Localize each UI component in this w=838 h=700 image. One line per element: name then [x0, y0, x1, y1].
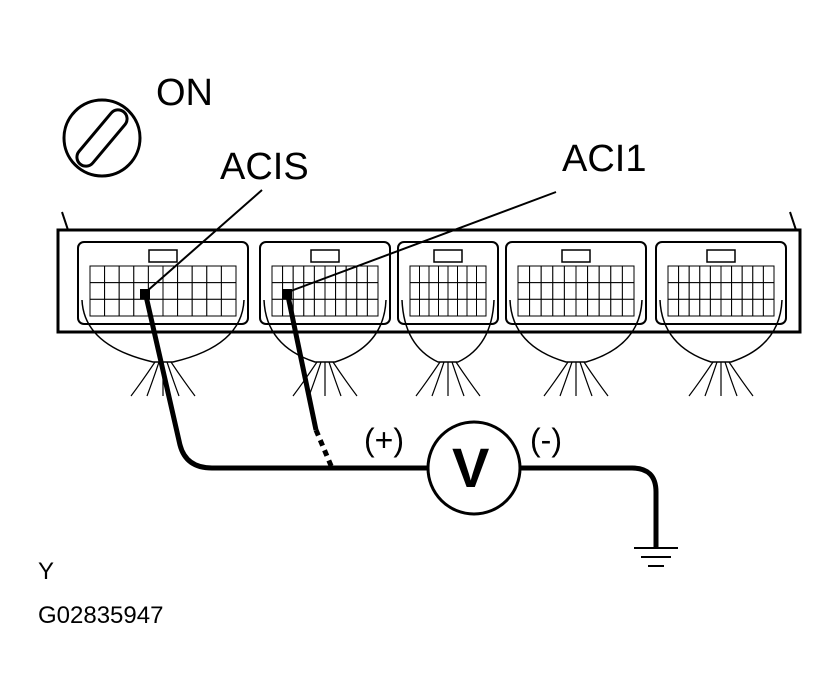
- ignition-key-icon: [62, 98, 142, 178]
- voltmeter-symbol-label: V: [452, 436, 490, 499]
- connector-row: [77, 241, 787, 397]
- acis-pin-marker: [140, 289, 150, 299]
- aci1-pin-label: ACI1: [562, 138, 647, 180]
- connector-3: [397, 241, 499, 397]
- test-lead-positive: [143, 295, 428, 471]
- negative-terminal-label: (-): [530, 422, 562, 458]
- ground-icon: [634, 547, 678, 567]
- aci1-leader-line: [287, 191, 557, 293]
- ignition-state-label: ON: [156, 72, 213, 114]
- acis-pin-label: ACIS: [220, 146, 309, 188]
- test-lead-aci1: [285, 295, 319, 431]
- connector-5: [655, 241, 787, 397]
- acis-leader-line: [145, 189, 263, 293]
- connector-4: [505, 241, 647, 397]
- aci1-pin-marker: [282, 289, 292, 299]
- connector-2: [259, 241, 391, 397]
- connector-1: [77, 241, 249, 397]
- figure-id: G02835947: [38, 602, 164, 629]
- test-lead-negative: [520, 465, 659, 548]
- test-lead-aci1-dashed: [313, 429, 335, 469]
- positive-terminal-label: (+): [364, 422, 404, 458]
- corner-letter: Y: [38, 558, 55, 585]
